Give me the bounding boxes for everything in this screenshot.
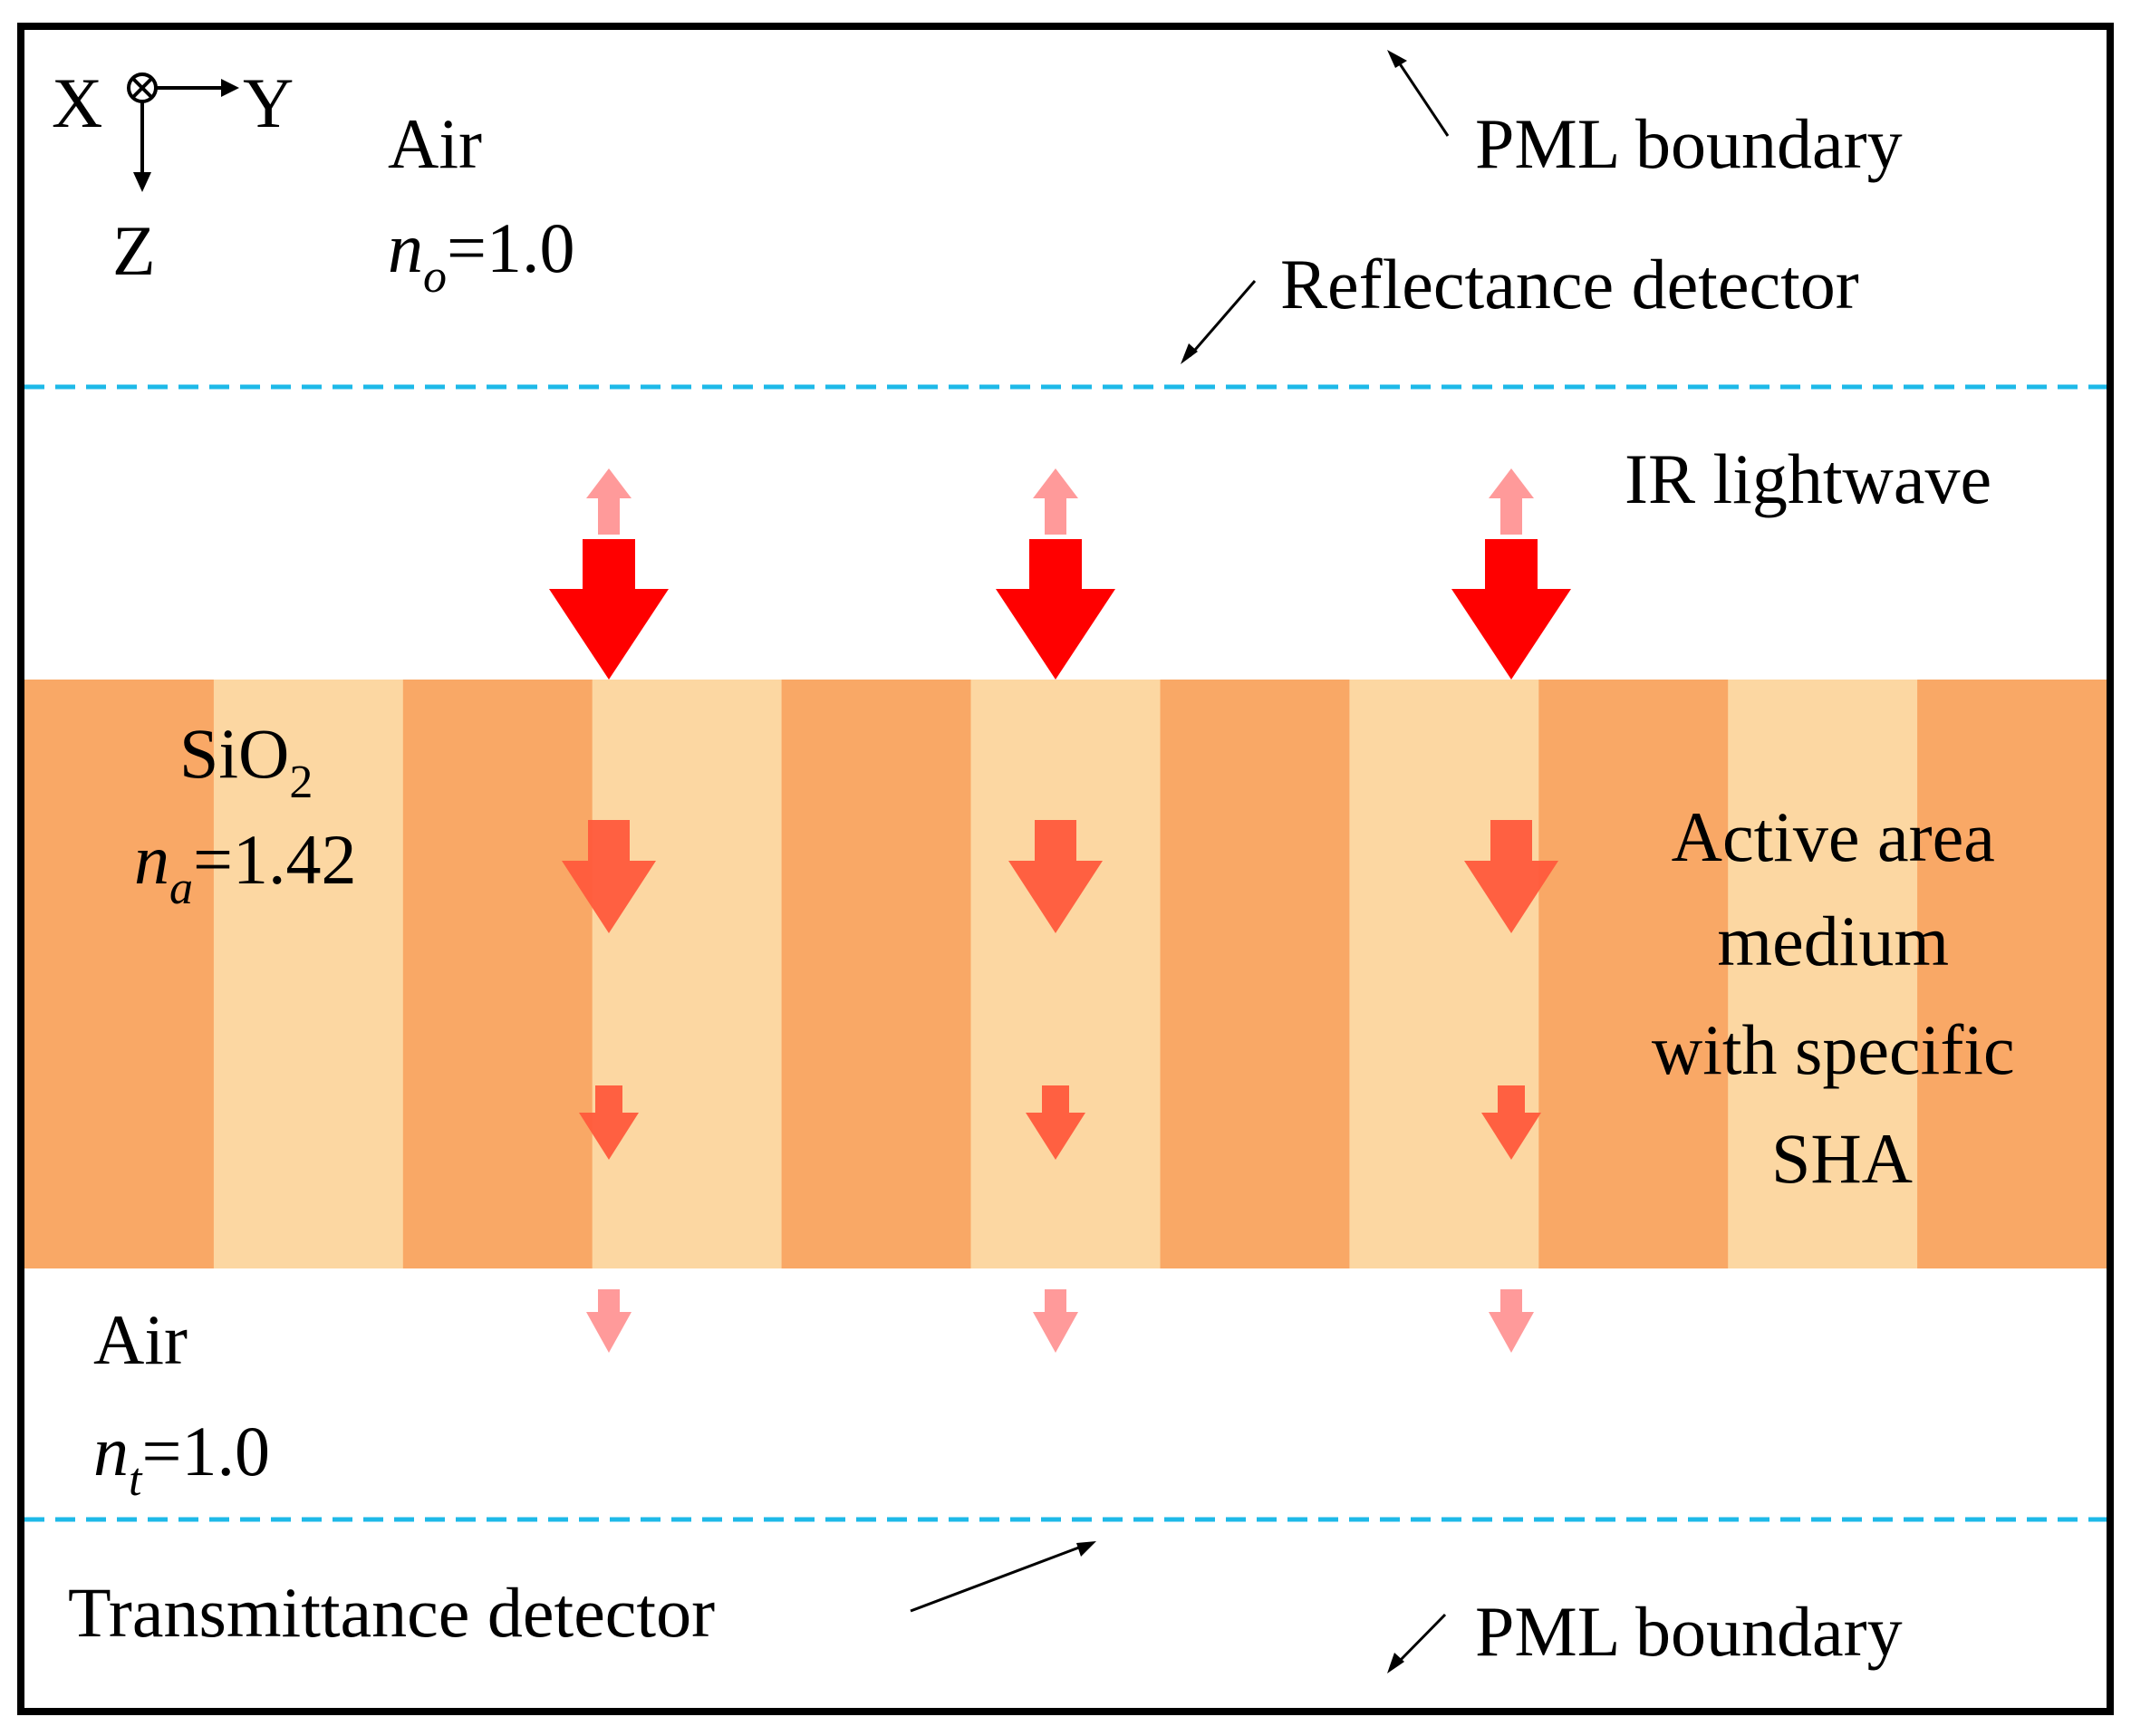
inner-wave-arrow	[562, 820, 656, 933]
reflected-wave-arrow	[1489, 468, 1534, 535]
top-medium-index: no=1.0	[388, 208, 575, 303]
ir-lightwave-label: IR lightwave	[1625, 439, 1991, 518]
sio2-name: SiO2	[179, 714, 313, 808]
transmitted-wave-arrow	[586, 1289, 632, 1353]
pml-top-pointer	[1395, 59, 1450, 137]
sio2-index: na=1.42	[134, 820, 357, 914]
reflectance-pointer	[1188, 280, 1257, 357]
pml-top-label: PML boundary	[1475, 104, 1903, 183]
reflectance-pointer-head	[1181, 343, 1198, 364]
simulation-frame	[17, 23, 2114, 1715]
attenuated-wave-arrow	[1026, 1085, 1085, 1160]
stripe-light	[592, 680, 783, 1268]
pml-bottom-pointer-head	[1387, 1653, 1404, 1673]
pml-top-pointer-head	[1387, 50, 1407, 68]
attenuated-wave-arrow	[1481, 1085, 1541, 1160]
y-axis-arrowhead	[221, 79, 239, 97]
bottom-medium-name: Air	[93, 1300, 188, 1379]
transmittance-pointer-head	[1076, 1541, 1096, 1557]
lightwave-arrows	[549, 468, 1571, 1353]
stripe-light	[1728, 680, 1918, 1268]
stripe-dark	[781, 680, 972, 1268]
bottom-medium-index: nt=1.0	[93, 1412, 270, 1506]
stripe-light	[970, 680, 1162, 1268]
z-axis-arrowhead	[133, 172, 151, 192]
top-medium-name: Air	[388, 104, 482, 183]
stripe-light	[1349, 680, 1540, 1268]
axis-x-label: X	[52, 63, 102, 142]
inner-wave-arrow	[1008, 820, 1103, 933]
stripe-dark	[1160, 680, 1351, 1268]
axis-z-label: Z	[112, 211, 156, 290]
pml-bottom-pointer	[1394, 1613, 1447, 1666]
transmitted-wave-arrow	[1489, 1289, 1534, 1353]
axis-y-label: Y	[243, 63, 294, 142]
active-area-label: Active area medium with specific SHA	[1652, 797, 2032, 1198]
attenuated-wave-arrow	[579, 1085, 639, 1160]
transmittance-pointer	[910, 1544, 1085, 1613]
stripe-dark	[24, 680, 215, 1268]
incident-wave-arrow	[1451, 539, 1571, 680]
reflected-wave-arrow	[586, 468, 632, 535]
inner-wave-arrow	[1464, 820, 1558, 933]
active-area-stripes	[24, 680, 2107, 1268]
incident-wave-arrow	[549, 539, 669, 680]
pml-bottom-label: PML boundary	[1475, 1592, 1903, 1671]
reflectance-detector-label: Reflectance detector	[1280, 245, 1859, 323]
incident-wave-arrow	[996, 539, 1115, 680]
coordinate-axes: X Y Z	[52, 63, 294, 290]
stripe-dark	[1917, 680, 2107, 1268]
stripe-light	[213, 680, 404, 1268]
stripe-dark	[402, 680, 593, 1268]
reflected-wave-arrow	[1033, 468, 1078, 535]
stripe-dark	[1538, 680, 1729, 1268]
into-page-icon	[127, 72, 158, 103]
transmittance-detector-label: Transmittance detector	[68, 1573, 715, 1652]
transmitted-wave-arrow	[1033, 1289, 1078, 1353]
